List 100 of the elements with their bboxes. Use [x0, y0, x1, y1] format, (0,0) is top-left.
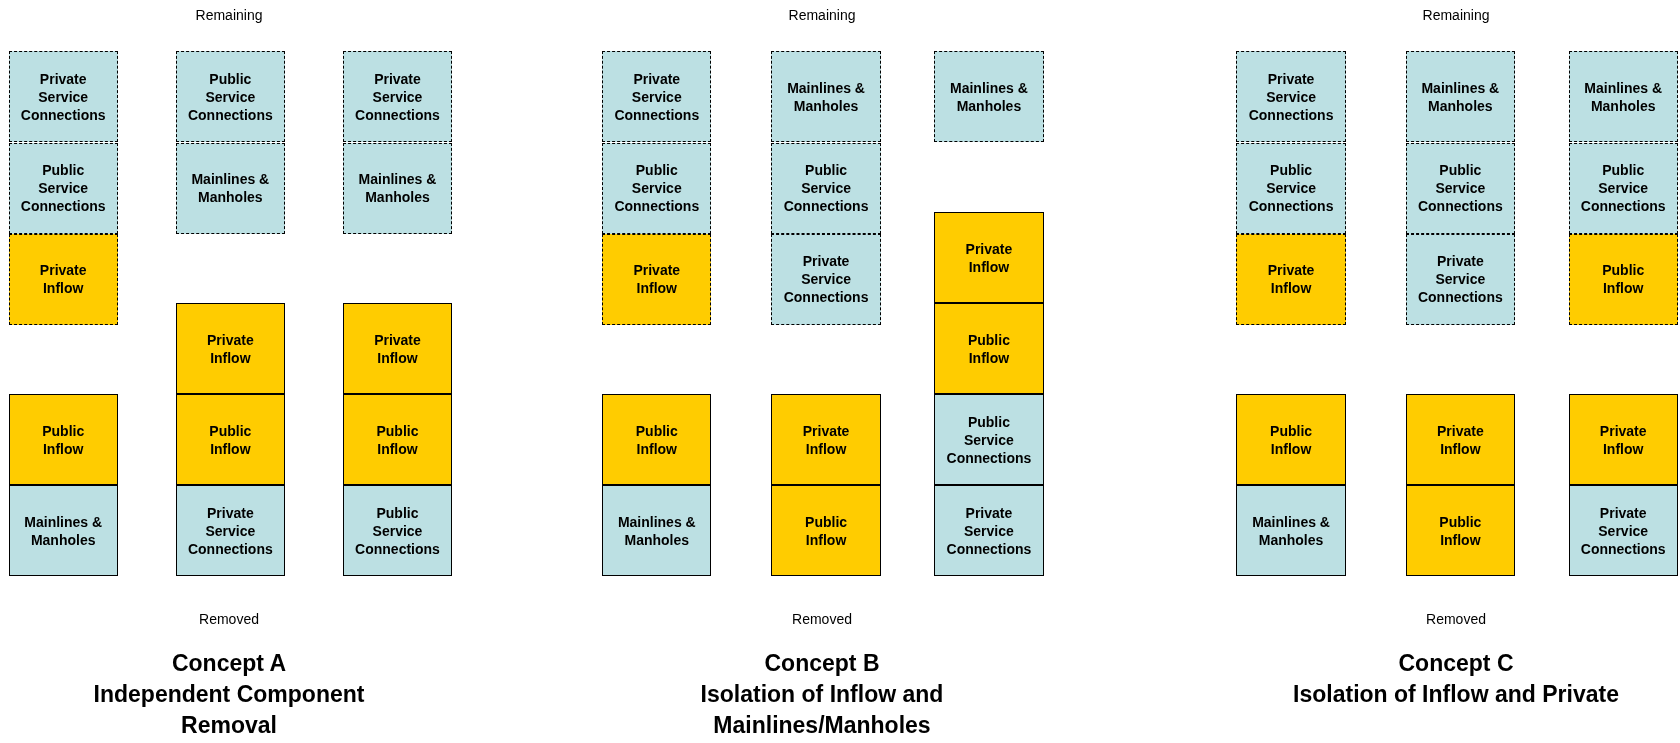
- component-box: [342, 485, 453, 577]
- box-label: Mainlines & Manholes: [1420, 78, 1501, 115]
- box-label: Public Service Connections: [20, 161, 106, 216]
- box-label: Public Inflow: [208, 421, 253, 458]
- box-label: Private Inflow: [38, 261, 88, 298]
- box-label: Private Service Connections: [354, 69, 441, 124]
- box-label: Mainlines & Manholes: [1583, 78, 1664, 115]
- box-label: Public Inflow: [1269, 421, 1314, 458]
- component-box: [1405, 394, 1515, 486]
- component-box: [934, 303, 1044, 395]
- component-box: [1405, 51, 1515, 143]
- component-box: [1236, 394, 1346, 486]
- box-label: Mainlines & Manholes: [357, 170, 438, 207]
- component-box: [602, 394, 712, 486]
- component-box: [8, 51, 118, 143]
- component-box: [175, 142, 285, 234]
- concept-title: Concept B: [763, 649, 881, 678]
- component-box: [1236, 142, 1346, 234]
- component-box: [8, 142, 118, 234]
- component-box: [1236, 51, 1346, 143]
- component-box: [1568, 51, 1678, 143]
- box-label: Private Service Connections: [1248, 69, 1334, 124]
- component-box: [342, 142, 453, 234]
- component-box: [175, 485, 285, 577]
- box-label: Private Inflow: [801, 421, 851, 458]
- component-box: [602, 51, 712, 143]
- component-box: [771, 233, 881, 325]
- component-box: [1568, 142, 1678, 234]
- component-box: [1568, 394, 1678, 486]
- box-label: Public Service Connections: [946, 412, 1032, 467]
- box-label: Public Service Connections: [614, 161, 700, 216]
- box-label: Public Inflow: [804, 512, 849, 549]
- box-label: Mainlines & Manholes: [949, 78, 1029, 115]
- component-box: [8, 394, 118, 486]
- box-label: Private Inflow: [206, 330, 255, 367]
- stack-caption: Removed: [1425, 610, 1487, 628]
- stack-caption: Remaining: [787, 6, 857, 24]
- component-box: [1405, 233, 1515, 325]
- component-box: [934, 212, 1044, 304]
- component-box: [342, 51, 453, 143]
- component-box: [771, 394, 881, 486]
- box-label: Mainlines & Manholes: [23, 512, 104, 549]
- box-label: Private Inflow: [964, 239, 1014, 276]
- component-box: [934, 485, 1044, 577]
- component-box: [342, 394, 453, 486]
- box-label: Public Service Connections: [783, 161, 869, 216]
- box-label: Private Service Connections: [614, 69, 700, 124]
- box-label: Public Service Connections: [1248, 161, 1334, 216]
- concept-subtitle: Isolation of Inflow and Mainlines/Manholes: [699, 680, 945, 740]
- box-label: Mainlines & Manholes: [1251, 512, 1331, 549]
- box-label: Private Service Connections: [1580, 503, 1666, 558]
- box-label: Public Service Connections: [1580, 161, 1666, 216]
- component-box: [8, 485, 118, 577]
- box-label: Public Inflow: [41, 421, 86, 458]
- stack-caption: Remaining: [1421, 6, 1491, 24]
- component-box: [1405, 142, 1515, 234]
- concept-title: Concept C: [1397, 649, 1515, 678]
- component-box: [602, 485, 712, 577]
- box-label: Private Service Connections: [20, 69, 106, 124]
- box-label: Private Inflow: [373, 330, 422, 367]
- concept-subtitle: Independent Component Removal: [92, 680, 366, 740]
- box-label: Public Service Connections: [187, 69, 274, 124]
- box-label: Public Inflow: [1438, 512, 1483, 549]
- box-label: Mainlines & Manholes: [190, 170, 271, 207]
- box-label: Public Service Connections: [1417, 161, 1504, 216]
- box-label: Private Service Connections: [783, 252, 869, 307]
- box-label: Public Inflow: [375, 421, 420, 458]
- concept-title: Concept A: [170, 649, 288, 678]
- component-box: [175, 303, 285, 395]
- box-label: Private Service Connections: [187, 503, 274, 558]
- stack-caption: Remaining: [194, 6, 264, 24]
- box-label: Public Inflow: [634, 421, 679, 458]
- box-label: Public Inflow: [1601, 261, 1646, 298]
- concept-subtitle: Isolation of Inflow and Private: [1292, 680, 1620, 709]
- box-label: Private Inflow: [1598, 421, 1648, 458]
- box-label: Mainlines & Manholes: [786, 78, 866, 115]
- component-box: [1568, 233, 1678, 325]
- stack-caption: Removed: [198, 610, 260, 628]
- component-box: [342, 303, 453, 395]
- component-box: [1236, 233, 1346, 325]
- component-box: [934, 51, 1044, 143]
- component-box: [175, 394, 285, 486]
- component-box: [8, 233, 118, 325]
- component-box: [175, 51, 285, 143]
- component-box: [1236, 485, 1346, 577]
- box-label: Public Service Connections: [354, 503, 441, 558]
- box-label: Private Inflow: [1266, 261, 1316, 298]
- stack-caption: Removed: [791, 610, 853, 628]
- component-box: [771, 51, 881, 143]
- component-box: [934, 394, 1044, 486]
- box-label: Private Service Connections: [946, 503, 1032, 558]
- component-box: [771, 142, 881, 234]
- box-label: Private Inflow: [632, 261, 682, 298]
- component-box: [771, 485, 881, 577]
- component-box: [602, 233, 712, 325]
- component-box: [1405, 485, 1515, 577]
- component-box: [602, 142, 712, 234]
- box-label: Mainlines & Manholes: [616, 512, 697, 549]
- component-box: [1568, 485, 1678, 577]
- box-label: Public Inflow: [966, 330, 1011, 367]
